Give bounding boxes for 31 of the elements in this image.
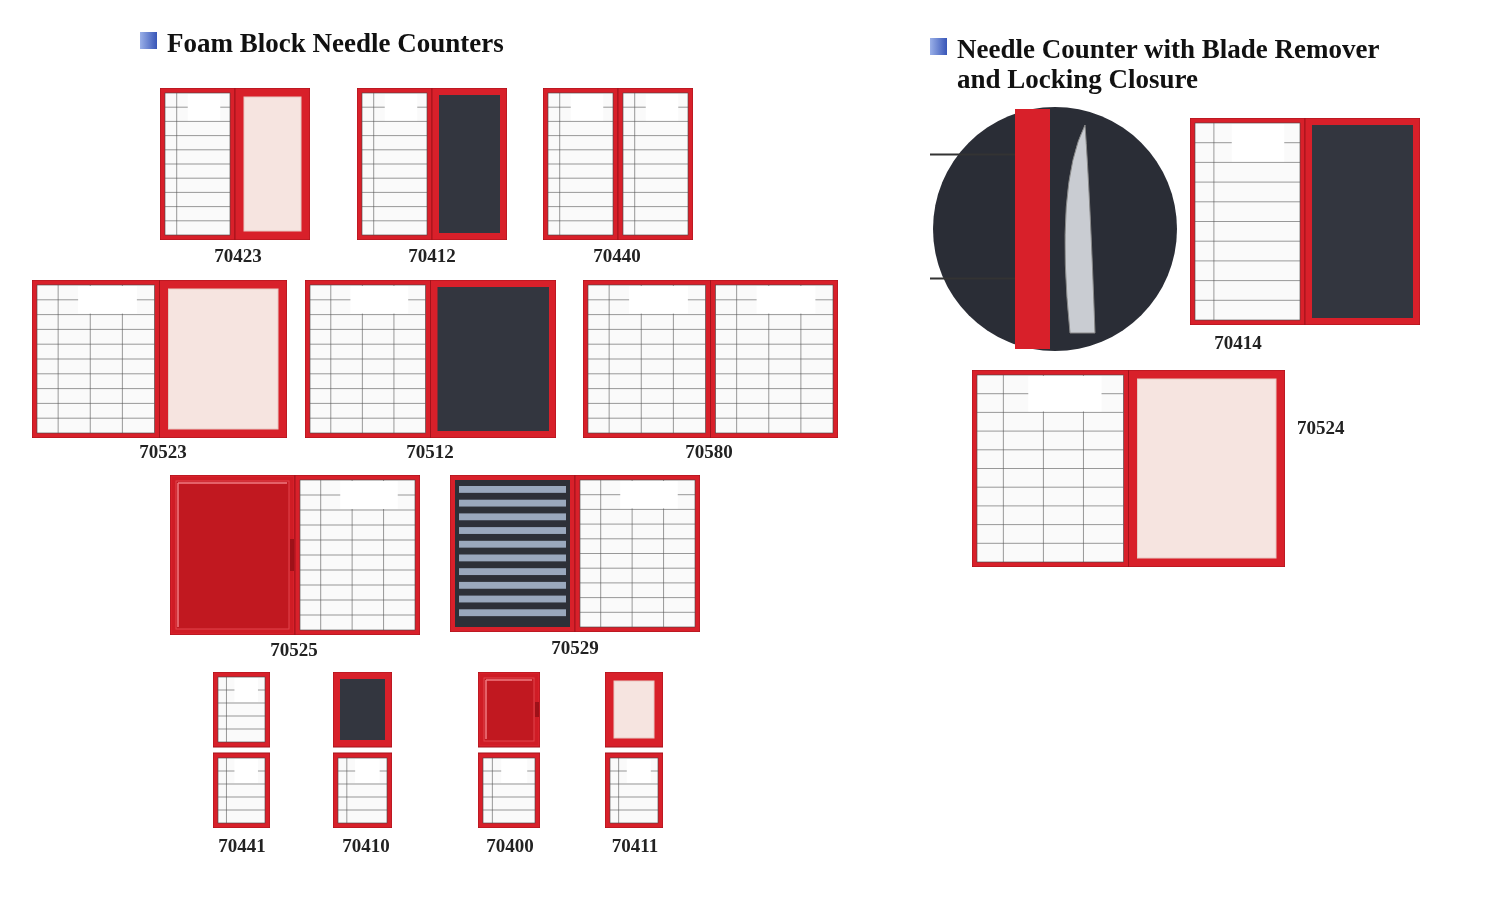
part-number: 70400 (486, 835, 534, 857)
part-number: 70529 (551, 637, 599, 659)
part-number: 70512 (406, 441, 454, 463)
needle-counter-photo (1190, 118, 1420, 325)
part-number: 70525 (270, 639, 318, 661)
needle-counter-photo (160, 88, 310, 240)
part-number: 70523 (139, 441, 187, 463)
part-number: 70580 (685, 441, 733, 463)
part-number: 70524 (1297, 417, 1345, 439)
section-heading: Needle Counter with Blade Remover and Locking Closure (957, 34, 1380, 94)
part-number: 70423 (214, 245, 262, 267)
needle-counter-photo (170, 475, 420, 635)
part-number: 70412 (408, 245, 456, 267)
needle-counter-photo (543, 88, 693, 240)
needle-counter-photo (333, 672, 392, 828)
needle-counter-photo (478, 672, 540, 828)
part-number: 70411 (611, 835, 659, 857)
needle-counter-photo (583, 280, 838, 438)
needle-counter-photo (305, 280, 556, 438)
needle-counter-photo (450, 475, 700, 632)
needle-counter-photo (213, 672, 270, 828)
needle-counter-photo (605, 672, 663, 828)
part-number: 70440 (593, 245, 641, 267)
needle-counter-photo (972, 370, 1285, 567)
part-number: 70414 (1214, 332, 1262, 354)
blade-closeup-photo (930, 105, 1180, 353)
needle-counter-photo (357, 88, 507, 240)
needle-counter-photo (32, 280, 287, 438)
part-number: 70410 (342, 835, 390, 857)
part-number: 70441 (218, 835, 266, 857)
section-heading: Foam Block Needle Counters (167, 28, 504, 58)
